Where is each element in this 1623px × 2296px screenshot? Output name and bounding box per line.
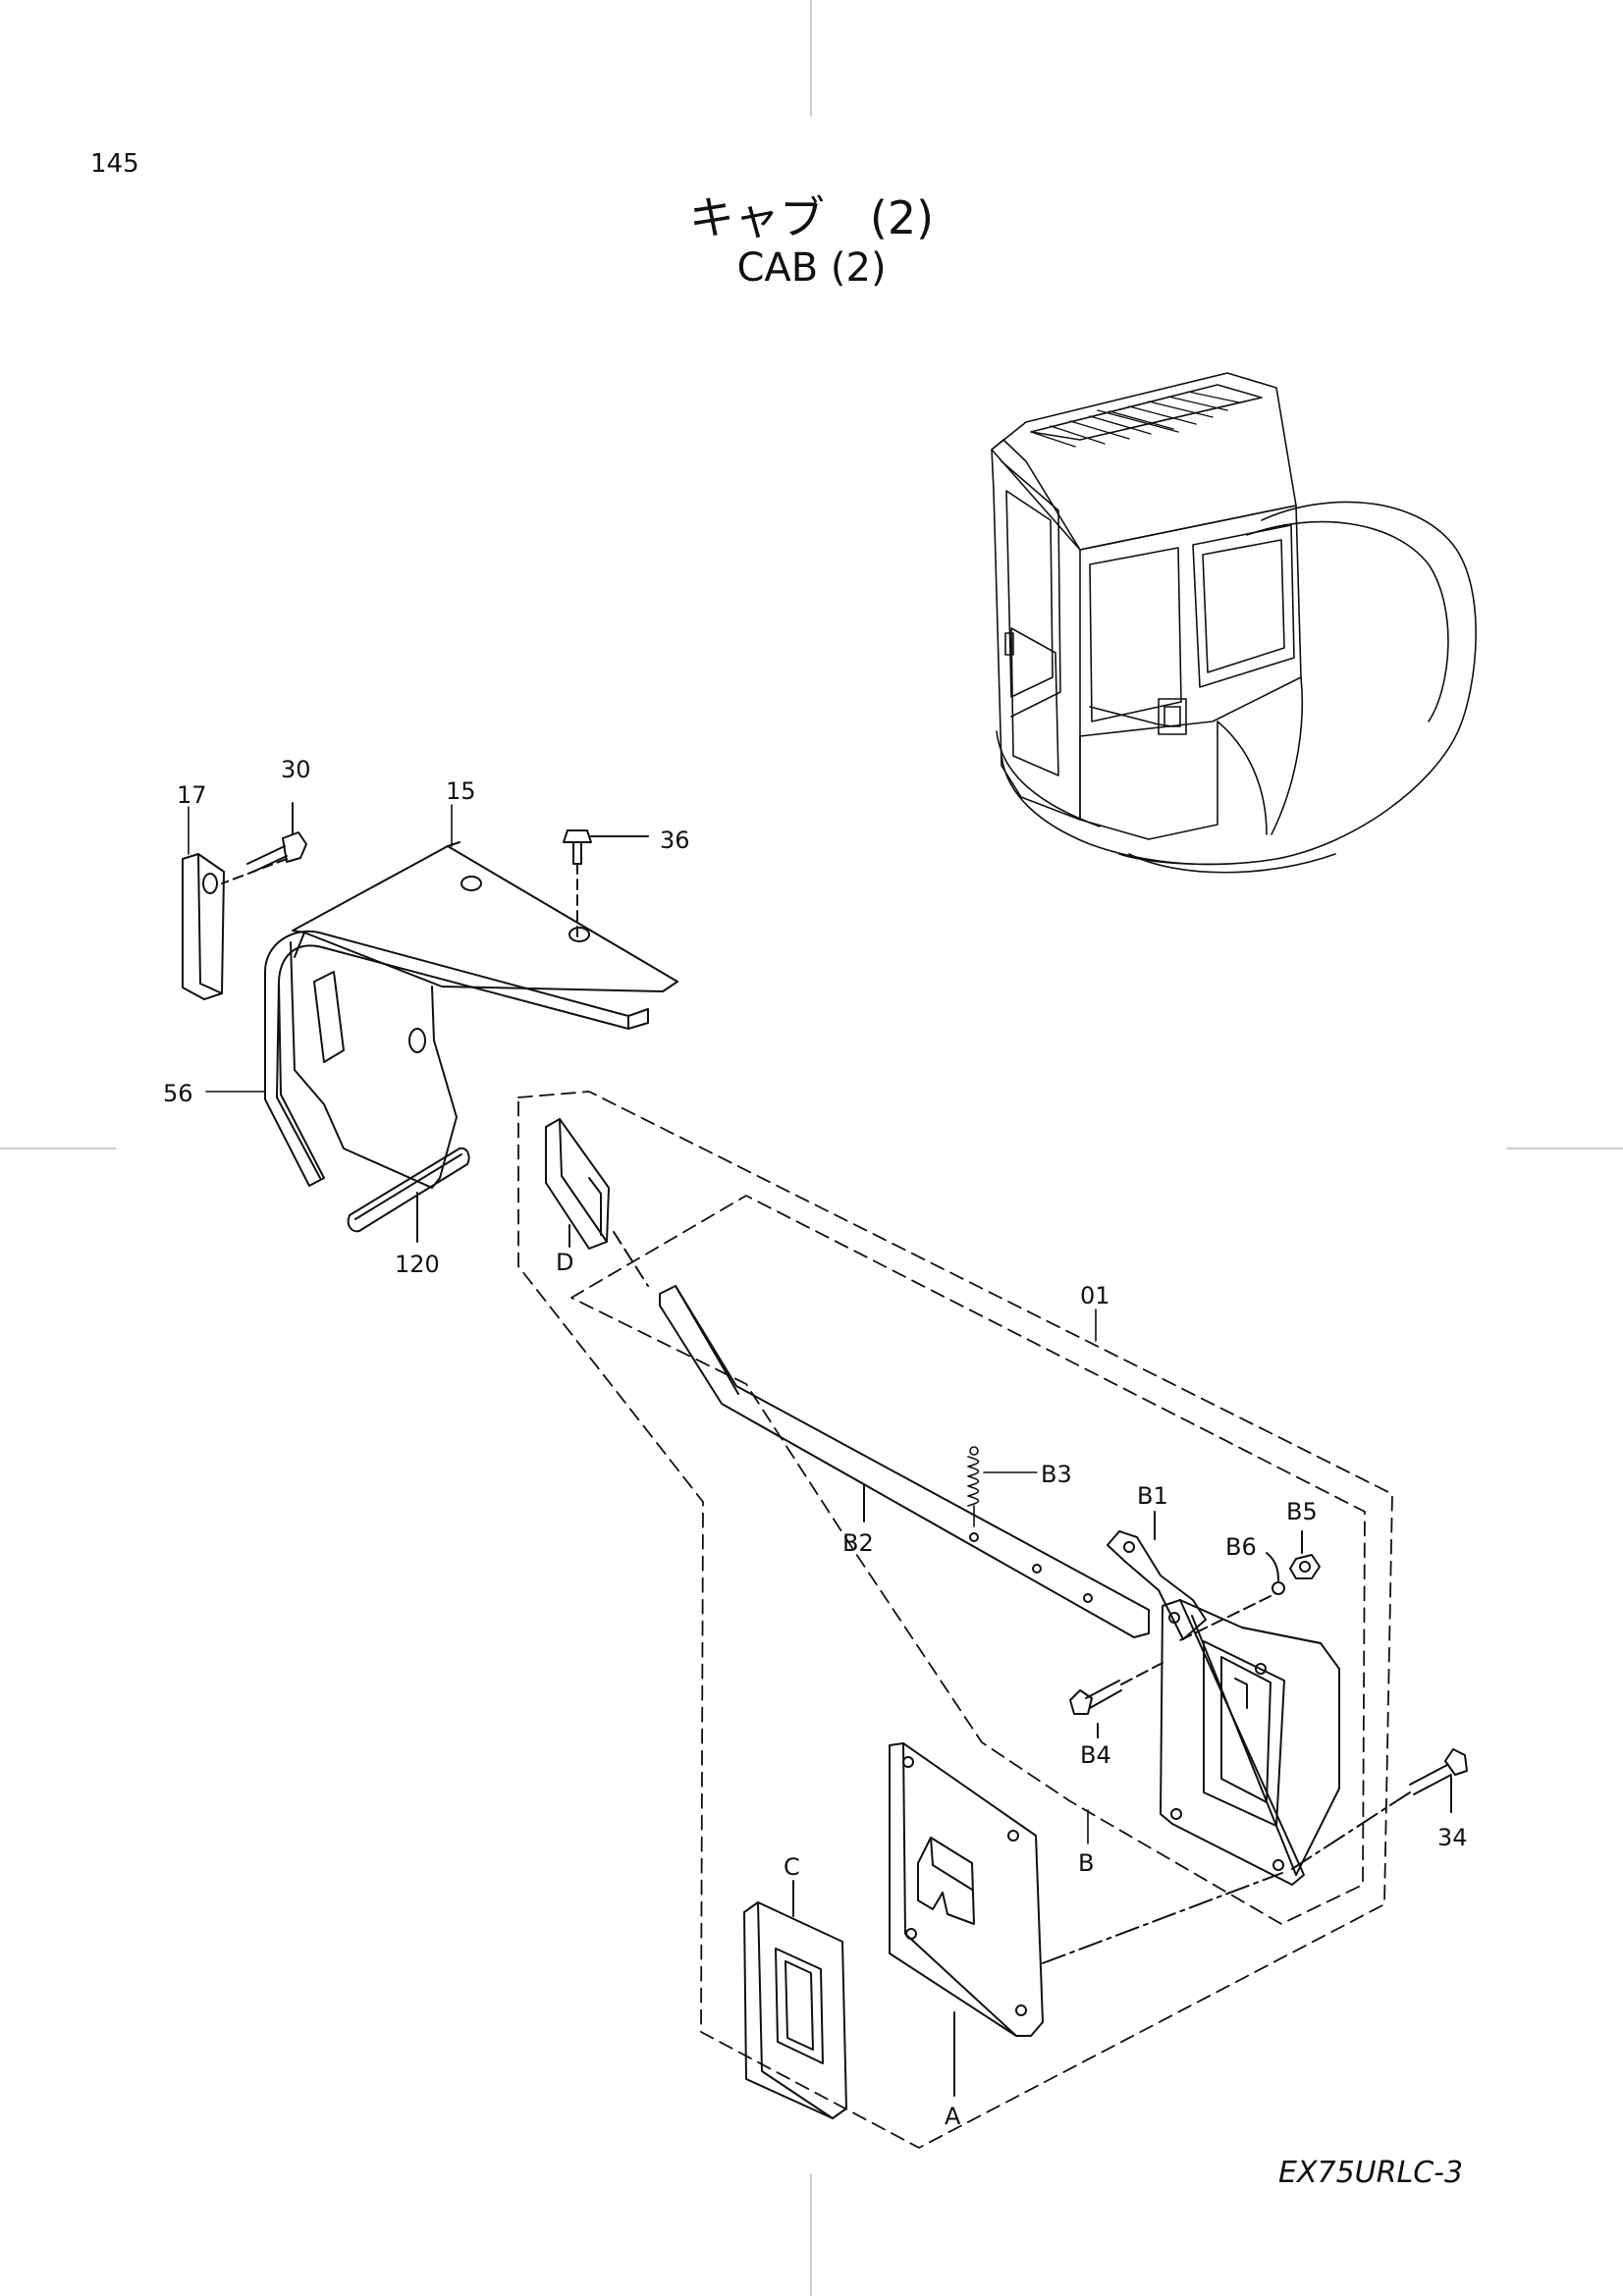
plate-A (889, 1742, 1283, 2097)
model-code: EX75URLC-3 (1278, 2156, 1464, 2190)
kit-outline-B (570, 1195, 1366, 1925)
callout-30: 30 (281, 756, 311, 783)
kit-outline-01 (517, 1091, 1393, 2149)
callout-B1: B1 (1137, 1482, 1168, 1510)
callout-C: C (784, 1853, 800, 1881)
callout-B2: B2 (842, 1529, 874, 1557)
bolt-34 (1291, 1748, 1468, 1870)
page-title-japanese: キャブ (2) (688, 191, 935, 244)
part-17-strip (182, 853, 225, 1000)
washer-B6 (1177, 1552, 1285, 1642)
bolt-B4 (1069, 1662, 1163, 1738)
callout-D: D (556, 1249, 573, 1276)
callout-B5: B5 (1286, 1498, 1318, 1525)
gasket-C (743, 1880, 847, 2119)
callout-34: 34 (1437, 1824, 1468, 1851)
page-number: 145 (90, 149, 139, 179)
cab-overview-illustration (991, 372, 1477, 874)
callout-labels: 17 30 15 36 56 120 D 01 B3 B1 B5 B6 B2 B… (163, 756, 1468, 2130)
page-title-english: CAB (2) (736, 245, 887, 291)
bracket-15 (290, 841, 678, 1189)
callout-17: 17 (177, 781, 207, 809)
seal-120 (347, 1147, 470, 1243)
callout-B: B (1078, 1849, 1094, 1877)
leaders-kits (1087, 1308, 1097, 1844)
bracket-B1 (1107, 1511, 1207, 1640)
callout-B3: B3 (1041, 1461, 1072, 1488)
nut-B5 (1289, 1530, 1321, 1579)
rod-B2 (659, 1285, 1150, 1638)
callout-01: 01 (1080, 1282, 1110, 1309)
callout-B4: B4 (1080, 1741, 1111, 1769)
bolt-30 (221, 802, 307, 884)
callout-120: 120 (395, 1251, 440, 1278)
callout-36: 36 (660, 827, 690, 854)
callout-A: A (945, 2103, 961, 2130)
callout-15: 15 (446, 777, 476, 805)
spring-B3 (967, 1446, 1038, 1527)
callout-B6: B6 (1225, 1533, 1257, 1561)
callout-56: 56 (163, 1080, 193, 1107)
seal-56 (264, 930, 649, 1187)
screw-36 (563, 829, 649, 943)
box-B (1160, 1599, 1340, 1886)
leaders-upper-left (188, 804, 453, 1093)
part-D (545, 1118, 649, 1287)
